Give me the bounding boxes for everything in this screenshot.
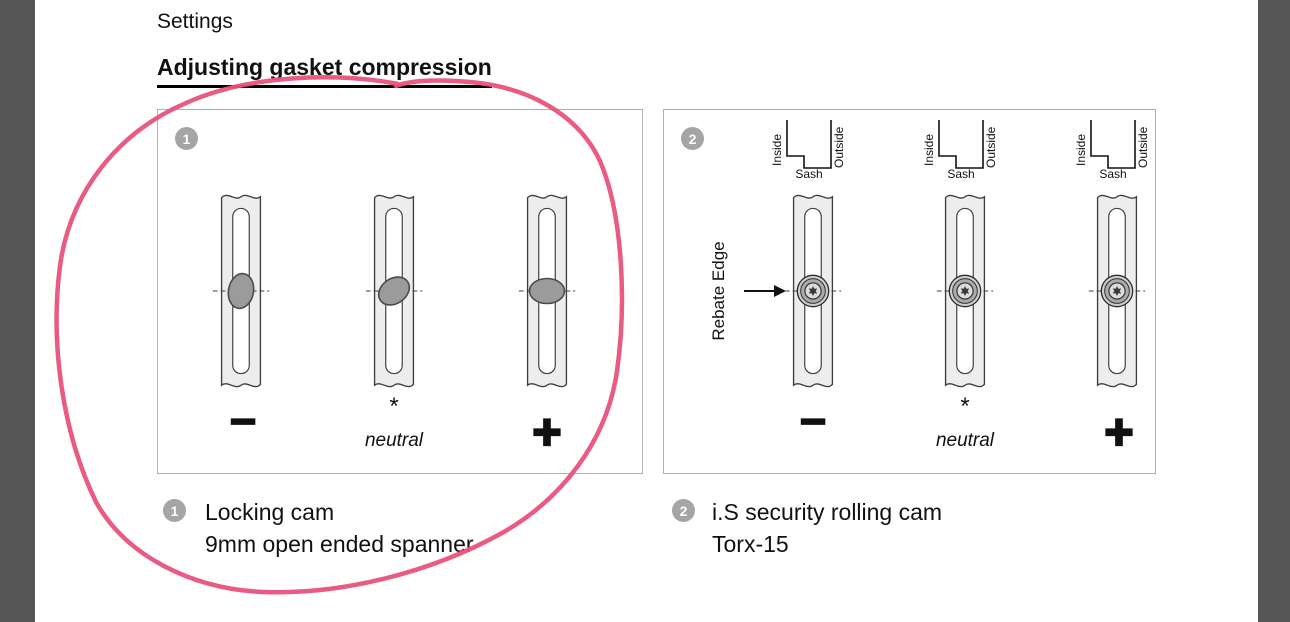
- inside-label: Inside: [770, 134, 784, 166]
- cam-strip-neutral: [936, 194, 994, 388]
- caption-1-title: Locking cam: [205, 499, 335, 525]
- star-label: *: [960, 393, 969, 420]
- inside-label: Inside: [922, 134, 936, 166]
- neutral-label: neutral: [365, 430, 424, 451]
- panel-locking-cam: 1 − * neutral +: [157, 109, 643, 474]
- torx-cam-neutral: [948, 274, 982, 308]
- torx-cam-minus: [796, 274, 830, 308]
- plus-label: +: [1104, 404, 1133, 460]
- sash-label: Sash: [947, 167, 974, 181]
- caption-rolling-cam: i.S security rolling cam Torx-15: [712, 496, 942, 560]
- rolling-cam-diagram: Inside Outside Sash Inside Outside Sash …: [709, 120, 1150, 461]
- minus-label: −: [230, 395, 257, 447]
- step-2-badge: 2: [681, 127, 704, 150]
- caption-2-tool: Torx-15: [712, 531, 789, 557]
- page-edge-right: [1258, 0, 1290, 622]
- step-1-badge: 1: [175, 127, 198, 150]
- page-edge-left: [0, 0, 35, 622]
- panel-security-rolling-cam: 2 Inside Outside Sash Inside Outside Sas…: [663, 109, 1156, 474]
- minus-label: −: [800, 395, 827, 447]
- sash-label: Sash: [1099, 167, 1126, 181]
- caption-1-tool: 9mm open ended spanner: [205, 531, 474, 557]
- rebate-edge-label: Rebate Edge: [709, 241, 728, 340]
- profile-glyph-1: Inside Outside Sash: [770, 120, 846, 181]
- section-heading: Adjusting gasket compression: [157, 54, 492, 88]
- neutral-label: neutral: [936, 430, 995, 451]
- caption-locking-cam: Locking cam 9mm open ended spanner: [205, 496, 474, 560]
- outside-label: Outside: [984, 126, 998, 168]
- arrow-icon: [744, 285, 786, 297]
- caption-2-title: i.S security rolling cam: [712, 499, 943, 525]
- cam-strip-minus: [212, 194, 270, 388]
- sash-label: Sash: [795, 167, 822, 181]
- outside-label: Outside: [1136, 126, 1150, 168]
- inside-label: Inside: [1074, 134, 1088, 166]
- outside-label: Outside: [832, 126, 846, 168]
- caption-1-badge: 1: [163, 499, 186, 522]
- torx-cam-plus: [1100, 274, 1134, 308]
- cam-strip-neutral: [365, 194, 423, 388]
- profile-glyph-2: Inside Outside Sash: [922, 120, 998, 181]
- caption-2-badge: 2: [672, 499, 695, 522]
- plus-label: +: [532, 404, 561, 460]
- cam-strip-plus: [518, 194, 576, 388]
- page-title: Settings: [157, 10, 233, 33]
- star-label: *: [389, 393, 398, 420]
- locking-cam-plus: [528, 277, 566, 305]
- cam-strip-minus: [784, 194, 842, 388]
- profile-glyph-3: Inside Outside Sash: [1074, 120, 1150, 181]
- cam-strip-plus: [1088, 194, 1146, 388]
- locking-cam-diagram: − * neutral +: [212, 194, 576, 461]
